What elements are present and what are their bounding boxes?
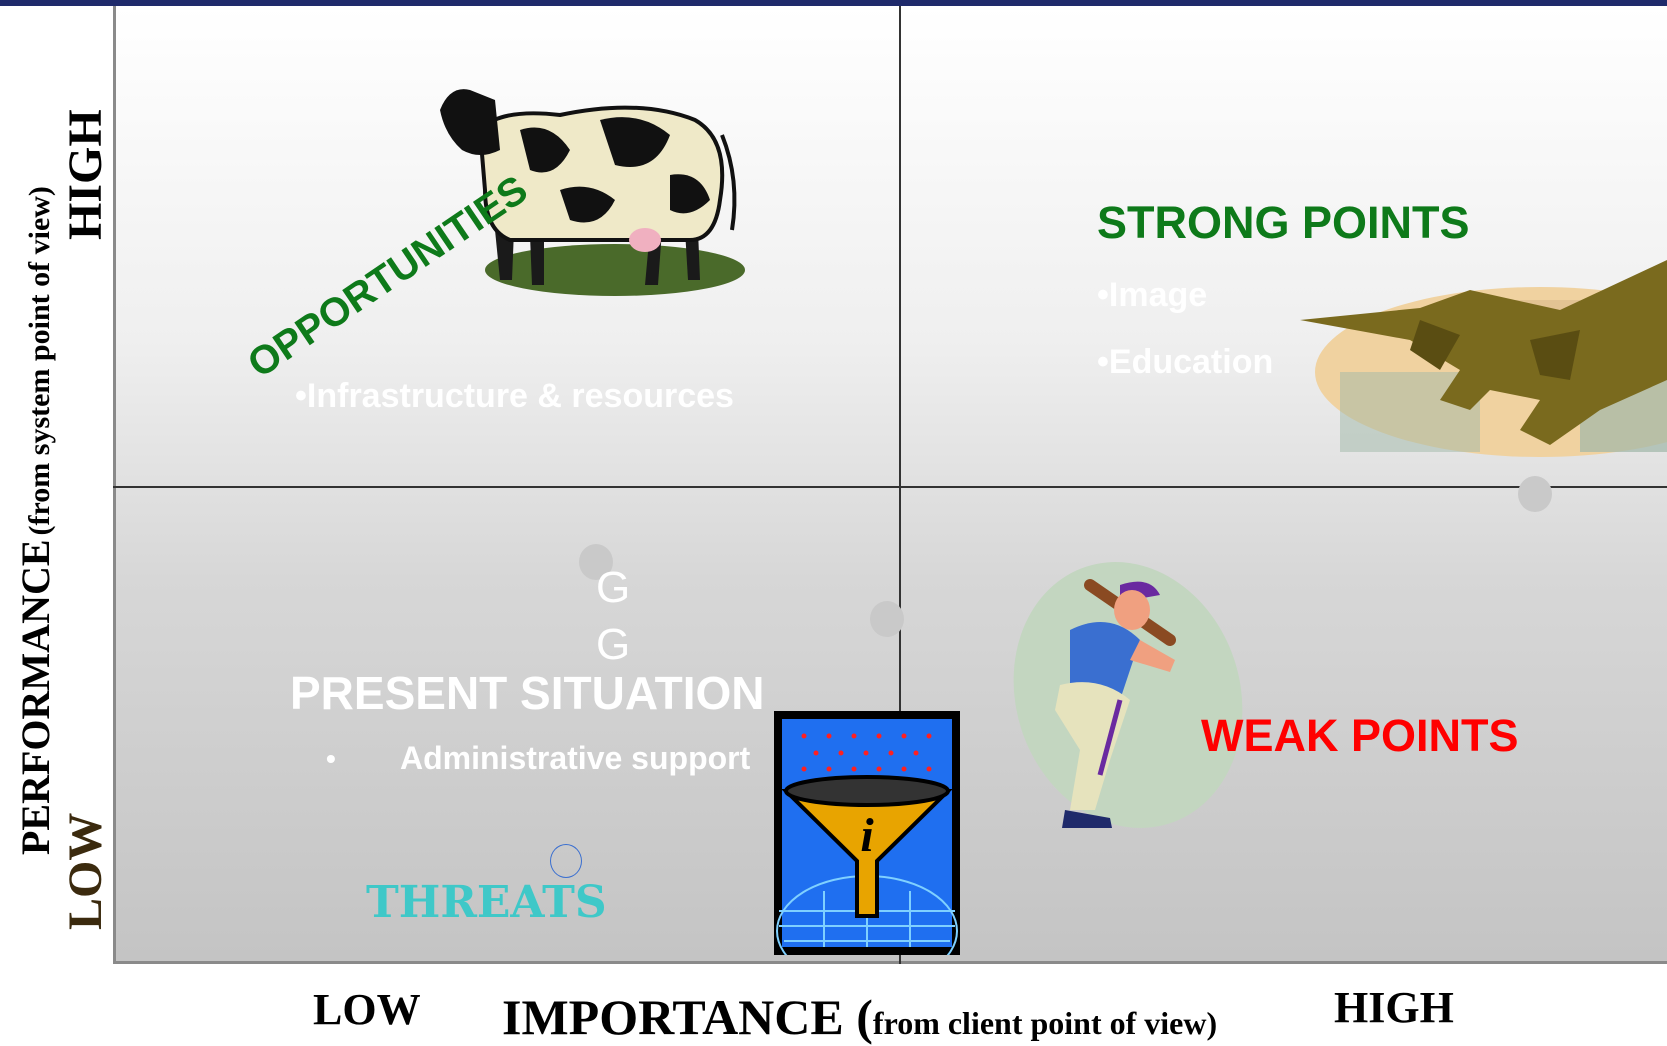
y-axis-title: PERFORMANCE (from system point of view) [12,186,59,855]
vertical-divider [899,6,901,964]
opportunities-item: •Infrastructure & resources [295,377,734,415]
y-axis-title-sub: (from system point of view) [23,186,56,536]
strong-points-item: •Image [1097,276,1208,314]
decorative-dot [1518,476,1552,512]
y-axis-low-label: LOW [59,812,112,930]
fighter-jet-icon [1300,260,1667,457]
decorative-dot [870,601,904,637]
x-axis-high-label: HIGH [1334,983,1454,1032]
x-axis-title-main: IMPORTANCE ( [502,989,873,1045]
strong-points-title: STRONG POINTS [1097,197,1470,248]
baseball-batter-icon [1013,562,1243,828]
present-situation-title: PRESENT SITUATION [290,667,765,719]
weak-points-title: WEAK POINTS [1201,710,1519,761]
present-situation-mark: G [596,563,631,612]
decorative-dot [579,544,613,580]
strong-points-item: •Education [1097,343,1274,381]
y-axis-high-label: HIGH [59,109,112,240]
x-axis-low-label: LOW [313,985,421,1034]
horizontal-divider [113,486,1667,488]
decorative-circle [550,844,582,878]
y-axis-title-main: PERFORMANCE [13,539,58,855]
present-situation-bullet: • [326,743,336,774]
x-axis-title-sub: from client point of view) [872,1005,1218,1041]
present-situation-item: Administrative support [400,740,751,776]
cow-icon [440,89,745,296]
svg-text:i: i [860,809,874,862]
threats-title: THREATS [366,877,607,928]
top-bar [0,0,1667,6]
x-axis-title: IMPORTANCE (from client point of view) [502,988,1217,1046]
info-funnel-icon: i [774,711,960,955]
present-situation-mark: G [596,620,631,669]
